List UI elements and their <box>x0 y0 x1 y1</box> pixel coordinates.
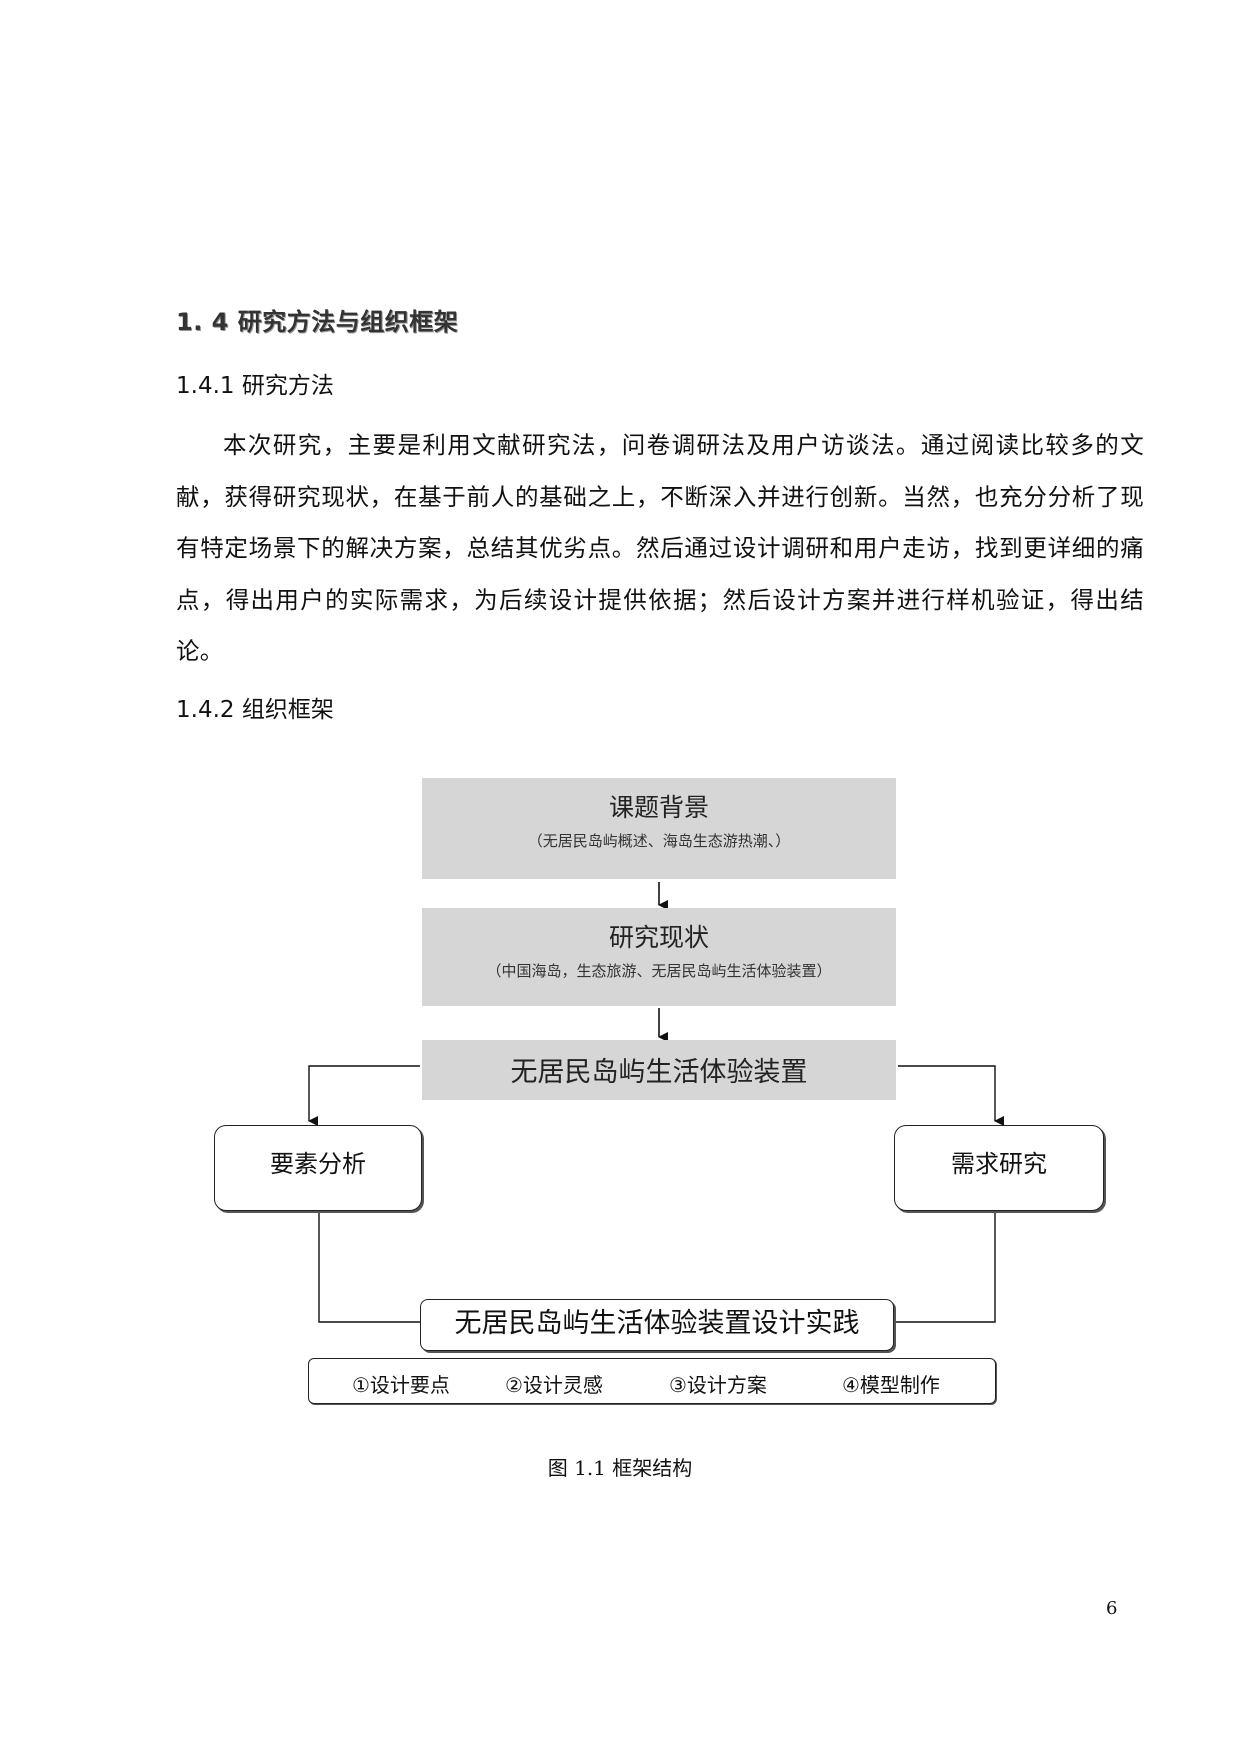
practice-title: 无居民岛屿生活体验装置设计实践 <box>454 1308 860 1339</box>
needs-box: 需求研究 <box>894 1125 1104 1211</box>
page-number: 6 <box>1106 1598 1118 1619</box>
figure-caption: 图 1.1 框架结构 <box>547 1456 693 1480</box>
step-item: ③设计方案 <box>669 1373 767 1397</box>
step-item: ②设计灵感 <box>505 1373 603 1397</box>
method-heading: 1.4.1 研究方法 <box>176 373 334 399</box>
step-item: ①设计要点 <box>352 1373 450 1397</box>
background-title: 课题背景 <box>608 793 709 822</box>
framework-heading: 1.4.2 组织框架 <box>176 697 334 723</box>
steps-box: ①设计要点 ②设计灵感 ③设计方案 ④模型制作 <box>308 1358 996 1404</box>
background-box: 课题背景 （无居民岛屿概述、海岛生态游热潮、） <box>422 778 896 879</box>
status-detail: （中国海岛，生态旅游、无居民岛屿生活体验装置） <box>486 962 832 980</box>
arrow-device-to-needs <box>898 1065 1004 1126</box>
elements-title: 要素分析 <box>270 1150 366 1178</box>
section-heading: 1. 4 研究方法与组织框架 <box>176 308 459 336</box>
background-detail: （无居民岛屿概述、海岛生态游热潮、） <box>527 832 791 850</box>
elements-box: 要素分析 <box>214 1125 422 1211</box>
line-needs-to-practice <box>894 1213 996 1323</box>
method-paragraph: 本次研究，主要是利用文献研究法，问卷调研法及用户访谈法。通过阅读比较多的文献，获… <box>176 431 1144 665</box>
device-box: 无居民岛屿生活体验装置 <box>422 1040 896 1100</box>
step-item: ④模型制作 <box>842 1373 940 1397</box>
status-box: 研究现状 （中国海岛，生态旅游、无居民岛屿生活体验装置） <box>422 908 896 1006</box>
line-elements-to-practice <box>318 1213 420 1323</box>
arrow-device-to-elements <box>308 1065 420 1126</box>
device-title: 无居民岛屿生活体验装置 <box>510 1057 808 1088</box>
practice-box: 无居民岛屿生活体验装置设计实践 <box>420 1299 894 1351</box>
needs-title: 需求研究 <box>951 1150 1047 1178</box>
status-title: 研究现状 <box>608 923 709 952</box>
